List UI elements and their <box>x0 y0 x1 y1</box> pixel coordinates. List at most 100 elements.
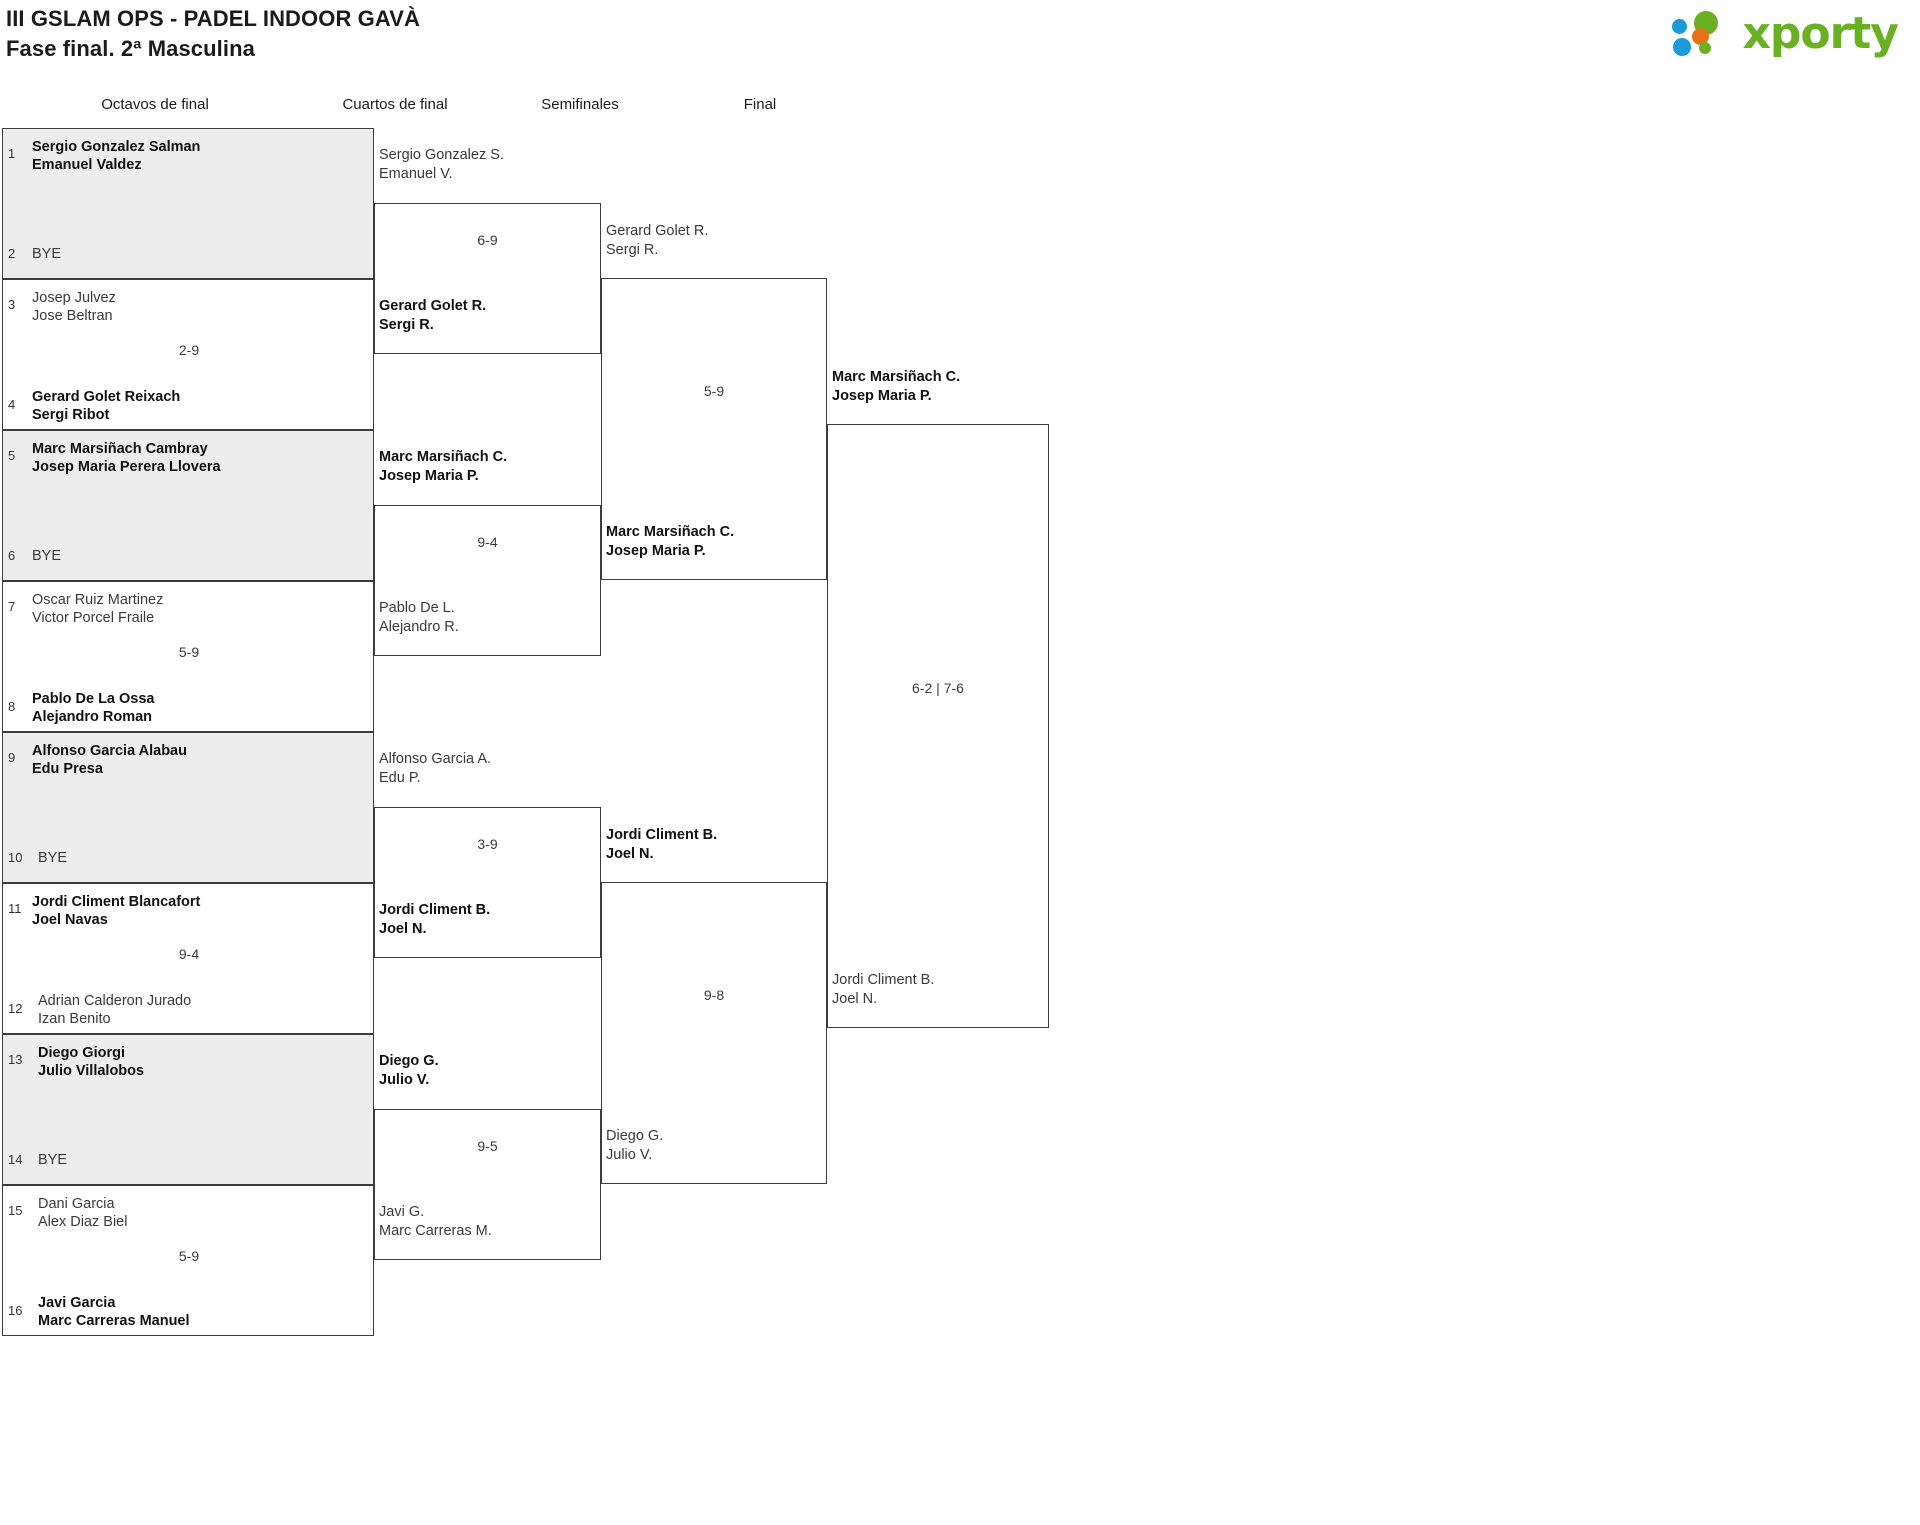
player-name: Marc Marsiñach C. <box>606 524 735 540</box>
player-name: Sergio Gonzalez S. <box>379 147 504 163</box>
round-header-semifinales: Semifinales <box>541 96 619 113</box>
sf-connector-2 <box>601 882 827 1184</box>
seed-number: 15 <box>8 1203 23 1218</box>
player-name: Sergi R. <box>379 317 434 333</box>
player-name: Alfonso Garcia A. <box>379 751 492 767</box>
player-name: Gerard Golet Reixach <box>32 389 181 405</box>
player-name: BYE <box>38 850 68 866</box>
player-name: Gerard Golet R. <box>606 223 709 239</box>
player-name: Emanuel V. <box>379 166 453 182</box>
seed-number: 3 <box>8 297 16 312</box>
xporty-logo: xporty <box>1672 8 1899 60</box>
player-name: BYE <box>32 246 62 262</box>
player-name: Emanuel Valdez <box>32 157 142 173</box>
seed-number: 5 <box>8 448 16 463</box>
match-score: 9-5 <box>477 1138 498 1154</box>
seed-number: 1 <box>8 146 16 161</box>
player-name: Jose Beltran <box>32 308 113 324</box>
logo-dot-blue-top <box>1672 19 1688 34</box>
player-name: Julio Villalobos <box>38 1063 145 1079</box>
match-score: 6-2 | 7-6 <box>912 680 964 696</box>
logo-wordmark: xporty <box>1742 8 1899 59</box>
seed-number: 14 <box>8 1152 23 1167</box>
seed-number: 10 <box>8 850 23 865</box>
tournament-subtitle: Fase final. 2ª Masculina <box>6 36 255 61</box>
player-name: Diego G. <box>606 1128 664 1144</box>
player-name: Marc Marsiñach C. <box>379 449 508 465</box>
r1-match-8[interactable]: 15 Dani Garcia Alex Diaz Biel 16 Javi Ga… <box>2 1185 374 1336</box>
player-name: Sergio Gonzalez Salman <box>32 139 201 155</box>
r1-match-6[interactable]: 11 Jordi Climent Blancafort Joel Navas 1… <box>2 883 374 1034</box>
seed-number: 2 <box>8 246 16 261</box>
logo-dot-green-small <box>1699 42 1712 54</box>
match-score: 9-8 <box>703 987 725 1003</box>
player-name: Izan Benito <box>38 1011 111 1027</box>
match-score: 5-9 <box>178 1248 200 1264</box>
final-connector <box>827 424 1049 1028</box>
player-name: Dani Garcia <box>38 1196 115 1212</box>
player-name: Alfonso Garcia Alabau <box>32 743 187 759</box>
seed-number: 7 <box>8 599 16 614</box>
player-name: Julio V. <box>379 1072 430 1088</box>
r1-match-3[interactable]: 5 Marc Marsiñach Cambray Josep Maria Per… <box>2 430 374 581</box>
player-name: Jordi Climent B. <box>606 827 718 843</box>
player-name: Joel N. <box>379 921 427 937</box>
qf-connector-3 <box>374 807 601 958</box>
player-name: Joel N. <box>606 846 654 862</box>
match-score: 9-4 <box>178 946 200 962</box>
seed-number: 16 <box>8 1303 23 1318</box>
r1-match-5[interactable]: 9 Alfonso Garcia Alabau Edu Presa 10 BYE <box>2 732 374 883</box>
player-name: Marc Carreras Manuel <box>38 1313 190 1329</box>
r1-match-2[interactable]: 3 Josep Julvez Jose Beltran 4 Gerard Gol… <box>2 279 374 430</box>
tournament-title: III GSLAM OPS - PADEL INDOOR GAVÀ <box>6 6 420 31</box>
player-name: BYE <box>38 1152 68 1168</box>
logo-dot-orange <box>1692 28 1710 45</box>
seed-number: 11 <box>8 901 22 916</box>
match-score: 9-4 <box>477 534 498 550</box>
match-score: 6-9 <box>477 232 498 248</box>
round-header-octavos: Octavos de final <box>101 96 209 113</box>
player-name: Josep Maria P. <box>379 468 479 484</box>
player-name: Diego G. <box>379 1053 439 1069</box>
player-name: Jordi Climent B. <box>832 972 935 988</box>
r1-match-4[interactable]: 7 Oscar Ruiz Martinez Victor Porcel Frai… <box>2 581 374 732</box>
player-name: Josep Julvez <box>32 290 116 306</box>
player-name: Javi Garcia <box>38 1295 116 1311</box>
player-name: Pablo De L. <box>379 600 455 616</box>
logo-dot-blue-bottom <box>1673 38 1692 56</box>
match-score: 2-9 <box>178 342 200 358</box>
player-name: Josep Maria P. <box>832 388 932 404</box>
round-header-final: Final <box>743 96 777 113</box>
seed-number: 4 <box>8 397 16 412</box>
seed-number: 12 <box>8 1001 23 1016</box>
page-header: III GSLAM OPS - PADEL INDOOR GAVÀ Fase f… <box>6 4 420 64</box>
seed-number: 6 <box>8 548 16 563</box>
player-name: Jordi Climent B. <box>379 902 491 918</box>
round-header-cuartos: Cuartos de final <box>342 96 448 113</box>
player-name: Alejandro Roman <box>32 709 153 725</box>
seed-number: 8 <box>8 699 16 714</box>
player-name: Marc Marsiñach Cambray <box>32 441 208 457</box>
match-score: 5-9 <box>178 644 200 660</box>
player-name: Josep Maria P. <box>606 543 706 559</box>
player-name: Oscar Ruiz Martinez <box>32 592 164 608</box>
r1-match-7[interactable]: 13 Diego Giorgi Julio Villalobos 14 BYE <box>2 1034 374 1185</box>
player-name: Joel Navas <box>32 912 108 928</box>
player-name: Gerard Golet R. <box>379 298 487 314</box>
player-name: Edu Presa <box>32 761 103 777</box>
player-name: Marc Carreras M. <box>379 1223 492 1239</box>
player-name: Julio V. <box>606 1147 653 1163</box>
player-name: Jordi Climent Blancafort <box>32 894 201 910</box>
player-name: Alejandro R. <box>379 619 459 635</box>
player-name: Joel N. <box>832 991 878 1007</box>
player-name: Josep Maria Perera Llovera <box>32 459 221 475</box>
logo-dots-icon <box>1672 11 1738 57</box>
seed-number: 13 <box>8 1052 23 1067</box>
player-name: BYE <box>32 548 62 564</box>
seed-number: 9 <box>8 750 16 765</box>
sf-connector-1 <box>601 278 827 580</box>
player-name: Pablo De La Ossa <box>32 691 155 707</box>
player-name: Adrian Calderon Jurado <box>38 993 192 1009</box>
r1-match-1[interactable]: 1 Sergio Gonzalez Salman Emanuel Valdez … <box>2 128 374 279</box>
